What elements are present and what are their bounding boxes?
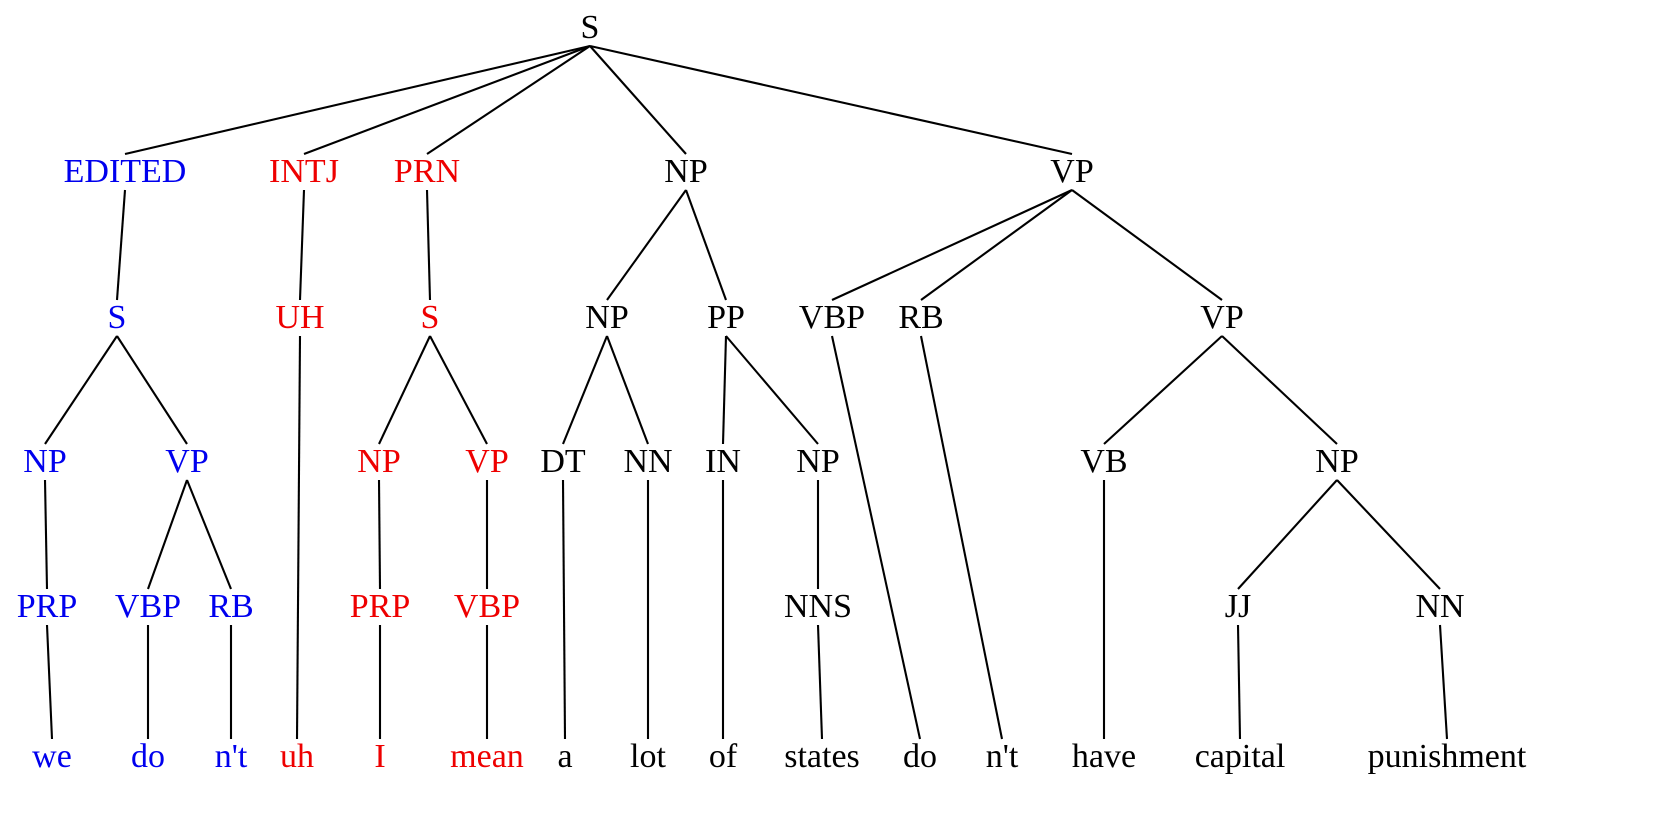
tree-node-label: UH <box>275 299 325 336</box>
tree-edge <box>1438 624 1449 740</box>
tree-edge <box>920 189 1073 301</box>
tree-node-label: NP <box>357 443 401 480</box>
tree-terminal-word: n't <box>214 738 248 775</box>
tree-terminal-word: do <box>903 738 937 775</box>
tree-edge <box>1103 335 1223 445</box>
tree-node-label: VBP <box>453 588 521 625</box>
tree-edge <box>303 45 591 155</box>
tree-edge <box>831 189 1073 301</box>
tree-edge <box>725 335 819 445</box>
tree-edge <box>378 335 431 445</box>
tree-edge <box>377 479 382 590</box>
tree-node-label: VP <box>1050 153 1094 190</box>
tree-node-label: S <box>580 9 600 46</box>
tree-terminal-word: a <box>557 738 573 775</box>
tree-edge <box>116 335 188 445</box>
tree-node-label: NP <box>23 443 67 480</box>
tree-edge <box>298 189 306 301</box>
tree-node-label: VP <box>165 443 209 480</box>
tree-edge <box>606 335 649 445</box>
tree-edge <box>1237 479 1338 590</box>
tree-node-label: EDITED <box>63 153 187 190</box>
tree-edge <box>685 189 727 301</box>
tree-node-label: VBP <box>798 299 866 336</box>
tree-edge <box>919 335 1004 740</box>
tree-node-label: NP <box>664 153 708 190</box>
tree-node-label: VP <box>465 443 509 480</box>
tree-node-label: PP <box>707 299 745 336</box>
tree-node-label: RB <box>898 299 944 336</box>
tree-edge <box>115 189 127 301</box>
tree-node-label: NN <box>1415 588 1465 625</box>
tree-edge <box>45 624 54 740</box>
tree-node-label: NN <box>623 443 673 480</box>
tree-terminal-word: have <box>1071 738 1137 775</box>
tree-edge <box>589 44 1073 156</box>
tree-edge <box>43 479 49 590</box>
tree-node-label: NNS <box>783 588 853 625</box>
tree-edge <box>426 45 591 155</box>
tree-edge <box>295 335 302 740</box>
tree-edge <box>1221 335 1338 445</box>
tree-edge <box>124 44 591 156</box>
tree-terminal-word: I <box>374 738 386 775</box>
tree-terminal-word: we <box>32 738 72 775</box>
tree-node-label: PRP <box>16 588 78 625</box>
tree-edge <box>721 335 728 445</box>
tree-node-label: JJ <box>1224 588 1252 625</box>
tree-node-label: INTJ <box>269 153 339 190</box>
tree-node-label: NP <box>796 443 840 480</box>
tree-node-label: VP <box>1200 299 1244 336</box>
tree-edge <box>816 624 824 740</box>
tree-edge <box>1071 189 1223 301</box>
tree-node-label: IN <box>705 443 741 480</box>
tree-node-label: PRN <box>393 153 461 190</box>
tree-terminal-word: of <box>708 738 738 775</box>
tree-terminal-word: uh <box>280 738 314 775</box>
tree-node-label: DT <box>540 443 586 480</box>
tree-node-label: NP <box>585 299 629 336</box>
tree-node-label: VBP <box>114 588 182 625</box>
tree-edge <box>186 479 232 590</box>
tree-node-label: S <box>107 299 127 336</box>
tree-terminal-word: do <box>131 738 165 775</box>
tree-node-label: RB <box>208 588 254 625</box>
tree-node-label: VB <box>1080 443 1128 480</box>
tree-terminal-word: punishment <box>1367 738 1527 775</box>
tree-edge <box>606 189 687 301</box>
tree-node-label: NP <box>1315 443 1359 480</box>
tree-terminal-word: capital <box>1194 738 1286 775</box>
tree-edge <box>561 479 567 740</box>
tree-node-label: PRP <box>349 588 411 625</box>
tree-edge <box>589 45 687 155</box>
tree-edge <box>830 335 922 740</box>
tree-terminal-word: mean <box>450 738 524 775</box>
tree-terminal-word: lot <box>630 738 666 775</box>
tree-edge <box>1236 624 1242 740</box>
tree-edge <box>429 335 488 445</box>
tree-edge <box>1336 479 1441 590</box>
tree-terminal-word: n't <box>985 738 1019 775</box>
tree-edge <box>44 335 118 445</box>
tree-edge <box>147 479 188 590</box>
tree-terminal-word: states <box>784 738 860 775</box>
tree-edge <box>425 189 432 301</box>
tree-edge <box>562 335 608 445</box>
tree-node-label: S <box>420 299 440 336</box>
